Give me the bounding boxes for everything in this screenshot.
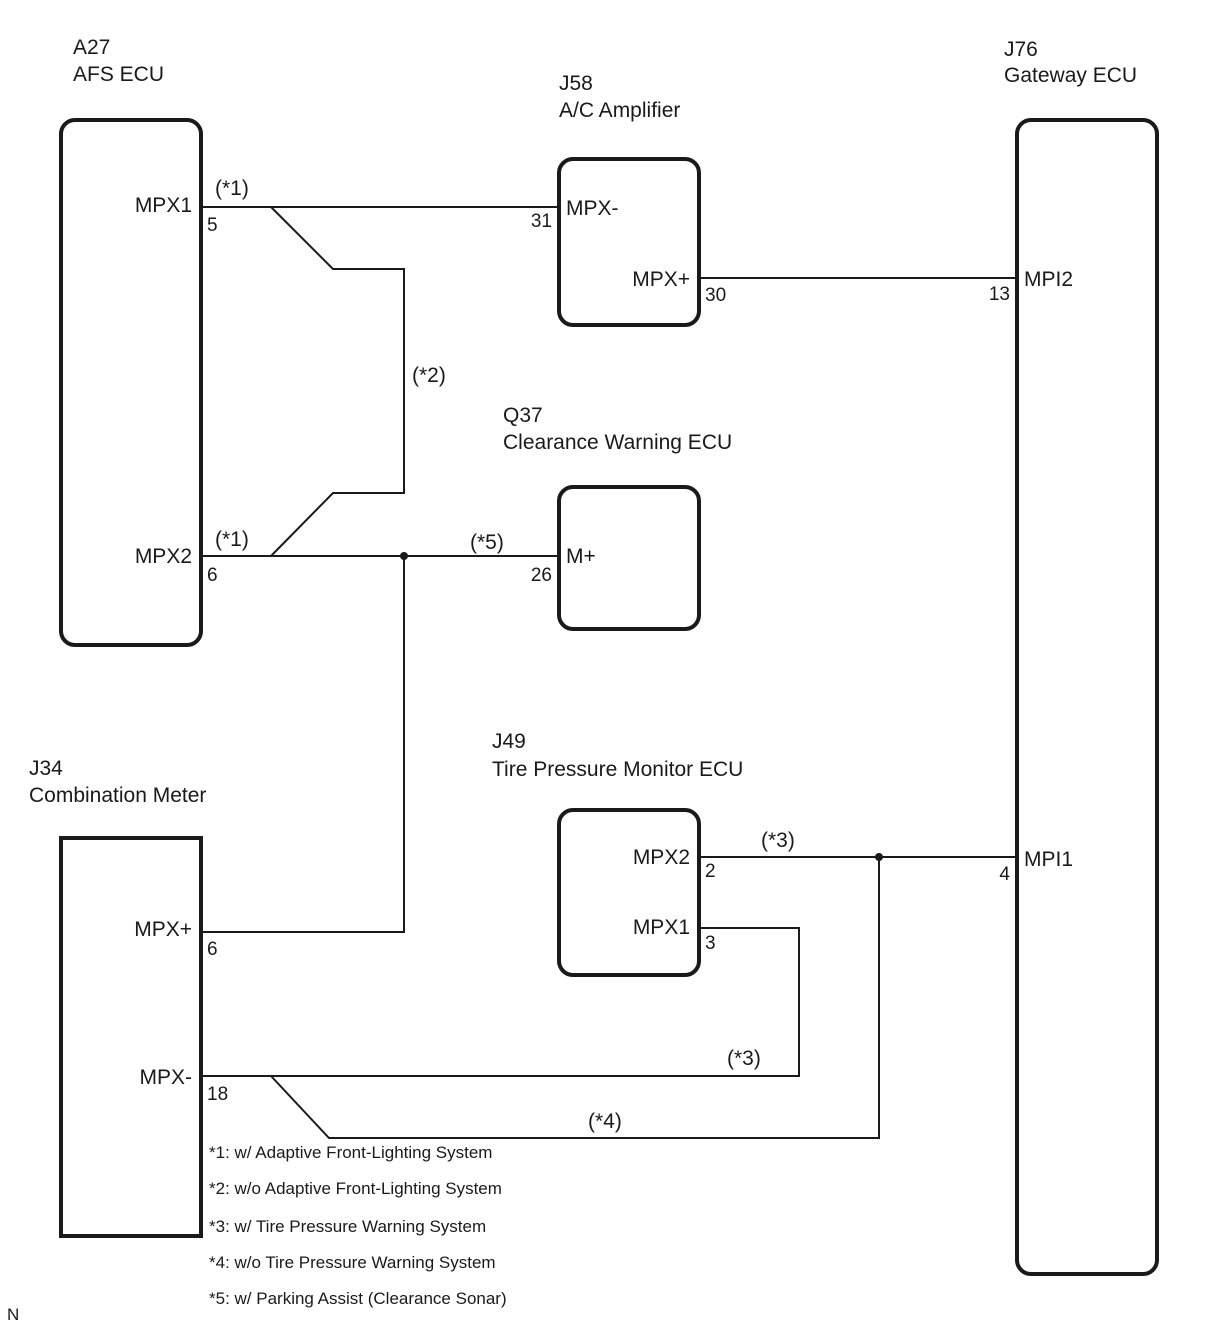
gateway-code: J76	[1004, 38, 1038, 61]
tire-pressure-ecu-box	[557, 808, 701, 977]
tag-tire-mpx2: (*3)	[761, 829, 795, 852]
tire-code: J49	[492, 730, 526, 753]
tire-terminal-mpx1: MPX1	[633, 916, 690, 939]
ac-terminal-mpx-minus: MPX-	[566, 197, 619, 220]
clearance-terminal-m-plus: M+	[566, 545, 596, 568]
afs-pin-mpx1: 5	[207, 215, 218, 236]
corner-mark: N	[7, 1305, 19, 1324]
wire-tire-mpx1-to-meter-mpx-minus	[201, 927, 800, 1077]
ac-name: A/C Amplifier	[559, 99, 680, 122]
tag-meter-gateway: (*4)	[588, 1110, 622, 1133]
afs-pin-mpx2: 6	[207, 565, 218, 586]
gateway-terminal-mpi1: MPI1	[1024, 848, 1073, 871]
gateway-pin-mpi2: 13	[989, 284, 1010, 305]
meter-pin-mpx-plus: 6	[207, 939, 218, 960]
footnotes: *1: w/ Adaptive Front-Lighting System *2…	[209, 1143, 507, 1308]
footnote-4: *4: w/o Tire Pressure Warning System	[209, 1253, 496, 1272]
footnote-2: *2: w/o Adaptive Front-Lighting System	[209, 1179, 502, 1198]
meter-pin-mpx-minus: 18	[207, 1084, 228, 1105]
clearance-code: Q37	[503, 404, 543, 427]
gateway-pin-mpi1: 4	[999, 864, 1010, 885]
gateway-name: Gateway ECU	[1004, 64, 1137, 87]
gateway-ecu-box	[1015, 118, 1159, 1276]
clearance-pin-m-plus: 26	[531, 565, 552, 586]
ac-amplifier-box	[557, 157, 701, 327]
tire-pin-mpx2: 2	[705, 861, 716, 882]
meter-terminal-mpx-minus: MPX-	[140, 1066, 193, 1089]
ac-pin-mpx-plus: 30	[705, 285, 726, 306]
junction-dot-gateway-mpi1	[875, 853, 883, 861]
afs-terminal-mpx1: MPX1	[135, 194, 192, 217]
footnote-1: *1: w/ Adaptive Front-Lighting System	[209, 1143, 492, 1162]
junction-dot-afs-mpx2	[400, 552, 408, 560]
tag-clearance: (*5)	[470, 531, 504, 554]
footnote-3: *3: w/ Tire Pressure Warning System	[209, 1217, 486, 1236]
gateway-terminal-mpi2: MPI2	[1024, 268, 1073, 291]
wire-meter-to-gateway-bypass	[270, 857, 880, 1139]
afs-code: A27	[73, 36, 110, 59]
tag-afs-mpx1: (*1)	[215, 177, 249, 200]
clearance-name: Clearance Warning ECU	[503, 431, 732, 454]
afs-terminal-mpx2: MPX2	[135, 545, 192, 568]
clearance-warning-ecu-box	[557, 485, 701, 631]
tag-afs-mpx2: (*1)	[215, 528, 249, 551]
tire-terminal-mpx2: MPX2	[633, 846, 690, 869]
ac-pin-mpx-minus: 31	[531, 211, 552, 232]
wires	[201, 206, 1017, 1139]
ac-terminal-mpx-plus: MPX+	[632, 268, 690, 291]
tire-name: Tire Pressure Monitor ECU	[492, 758, 743, 781]
tag-bypass: (*2)	[412, 364, 446, 387]
tag-meter-tire: (*3)	[727, 1047, 761, 1070]
wire-afs-bypass	[270, 206, 405, 557]
afs-name: AFS ECU	[73, 63, 164, 86]
ac-code: J58	[559, 72, 593, 95]
footnote-5: *5: w/ Parking Assist (Clearance Sonar)	[209, 1289, 507, 1308]
tire-pin-mpx1: 3	[705, 933, 716, 954]
meter-name: Combination Meter	[29, 784, 206, 807]
meter-terminal-mpx-plus: MPX+	[134, 918, 192, 941]
meter-code: J34	[29, 757, 63, 780]
wire-junction-to-meter-mpx-plus	[201, 556, 405, 933]
afs-ecu-box	[59, 118, 203, 647]
combination-meter-box	[59, 836, 203, 1238]
